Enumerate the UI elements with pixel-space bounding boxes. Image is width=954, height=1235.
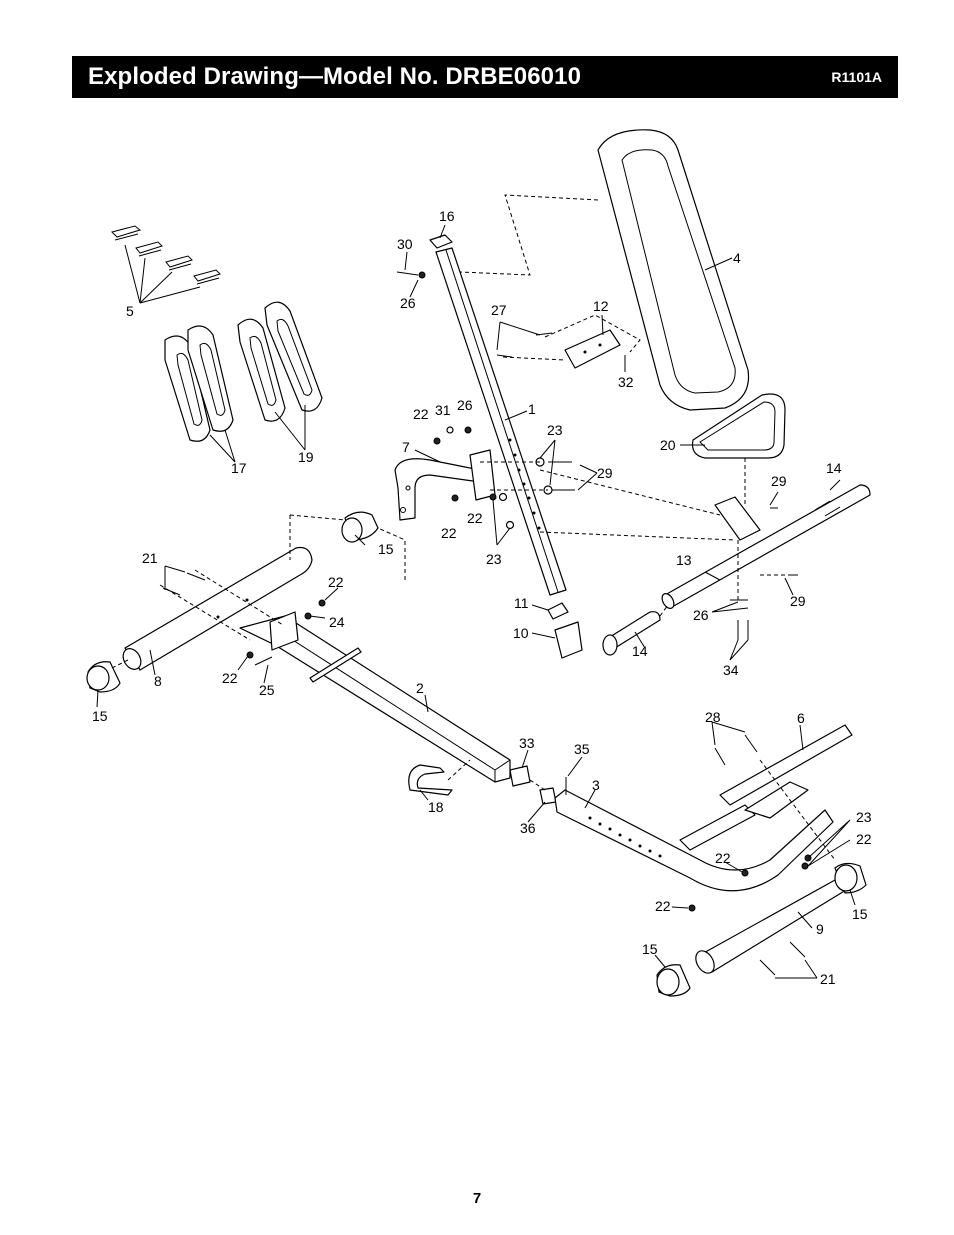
foam-roller-15-right (834, 862, 867, 894)
label-26: 26 (693, 607, 709, 623)
label-8: 8 (154, 673, 162, 689)
seat-support-bracket (714, 496, 761, 541)
label-21: 21 (820, 971, 836, 987)
foot-10 (554, 621, 583, 659)
label-30: 30 (397, 236, 413, 252)
end-cap-36 (539, 787, 557, 805)
cross-tube-13 (661, 484, 871, 609)
label-7: 7 (402, 439, 410, 455)
label-6: 6 (797, 710, 805, 726)
label-2: 2 (416, 680, 424, 696)
page-title: Exploded Drawing—Model No. DRBE06010 (88, 63, 582, 90)
label-29: 29 (790, 593, 806, 609)
label-34: 34 (723, 662, 739, 678)
label-22: 22 (467, 510, 483, 526)
label-26: 26 (457, 397, 473, 413)
label-22: 22 (413, 406, 429, 422)
label-25: 25 (259, 682, 275, 698)
label-9: 9 (816, 921, 824, 937)
label-15: 15 (852, 906, 868, 922)
handle-18 (408, 764, 453, 796)
bolts-29 (535, 457, 575, 495)
label-24: 24 (329, 614, 345, 630)
weight-plates-19 (237, 301, 323, 422)
label-4: 4 (733, 250, 741, 266)
seat-pad (691, 393, 786, 459)
backrest-bracket (564, 329, 621, 369)
foam-roller-15-left (86, 661, 121, 693)
label-18: 18 (428, 799, 444, 815)
weight-plates-17 (164, 325, 234, 442)
label-14: 14 (826, 460, 842, 476)
spring-clips (111, 225, 221, 285)
leader-lines (96, 224, 856, 979)
label-11: 11 (514, 595, 529, 611)
label-28: 28 (705, 709, 721, 725)
label-12: 12 (593, 298, 609, 314)
label-5: 5 (126, 303, 134, 319)
small-hardware (396, 271, 515, 530)
label-31: 31 (435, 402, 451, 418)
label-19: 19 (298, 449, 314, 465)
page-number: 7 (472, 1190, 482, 1207)
label-21: 21 (142, 550, 158, 566)
upright-tube (435, 247, 567, 596)
label-1: 1 (528, 401, 536, 417)
end-cap-33 (509, 765, 531, 787)
label-20: 20 (660, 437, 676, 453)
label-10: 10 (513, 625, 529, 641)
foot-cap-11 (547, 602, 569, 620)
main-frame-2 (239, 611, 511, 783)
label-16: 16 (439, 208, 455, 224)
label-35: 35 (574, 741, 590, 757)
backrest-pad (597, 129, 750, 411)
drawing-code: R1101A (831, 69, 882, 85)
label-22: 22 (222, 670, 238, 686)
label-29: 29 (597, 465, 613, 481)
seat-bracket-6 (679, 724, 853, 851)
label-3: 3 (592, 777, 600, 793)
label-22: 22 (715, 850, 731, 866)
foam-roller-15-bottom (656, 964, 691, 997)
foam-roller-14 (602, 611, 661, 656)
label-15: 15 (92, 708, 108, 724)
label-32: 32 (618, 374, 634, 390)
label-22: 22 (655, 898, 671, 914)
label-22: 22 (856, 831, 872, 847)
label-23: 23 (486, 551, 502, 567)
label-13: 13 (676, 552, 692, 568)
label-27: 27 (491, 302, 507, 318)
label-26: 26 (400, 295, 416, 311)
foam-roller-15-top (341, 511, 379, 543)
label-17: 17 (231, 460, 247, 476)
rear-frame-3 (554, 789, 834, 892)
label-36: 36 (520, 820, 536, 836)
label-22: 22 (441, 525, 457, 541)
label-23: 23 (856, 809, 872, 825)
label-33: 33 (519, 735, 535, 751)
label-23: 23 (547, 422, 563, 438)
front-tube-8 (122, 546, 313, 671)
label-22: 22 (328, 574, 344, 590)
label-29: 29 (771, 473, 787, 489)
label-15: 15 (642, 941, 658, 957)
label-14: 14 (632, 643, 648, 659)
header-bar: Exploded Drawing—Model No. DRBE06010 R11… (72, 56, 898, 98)
tube-cap (429, 234, 453, 249)
label-15: 15 (378, 541, 394, 557)
